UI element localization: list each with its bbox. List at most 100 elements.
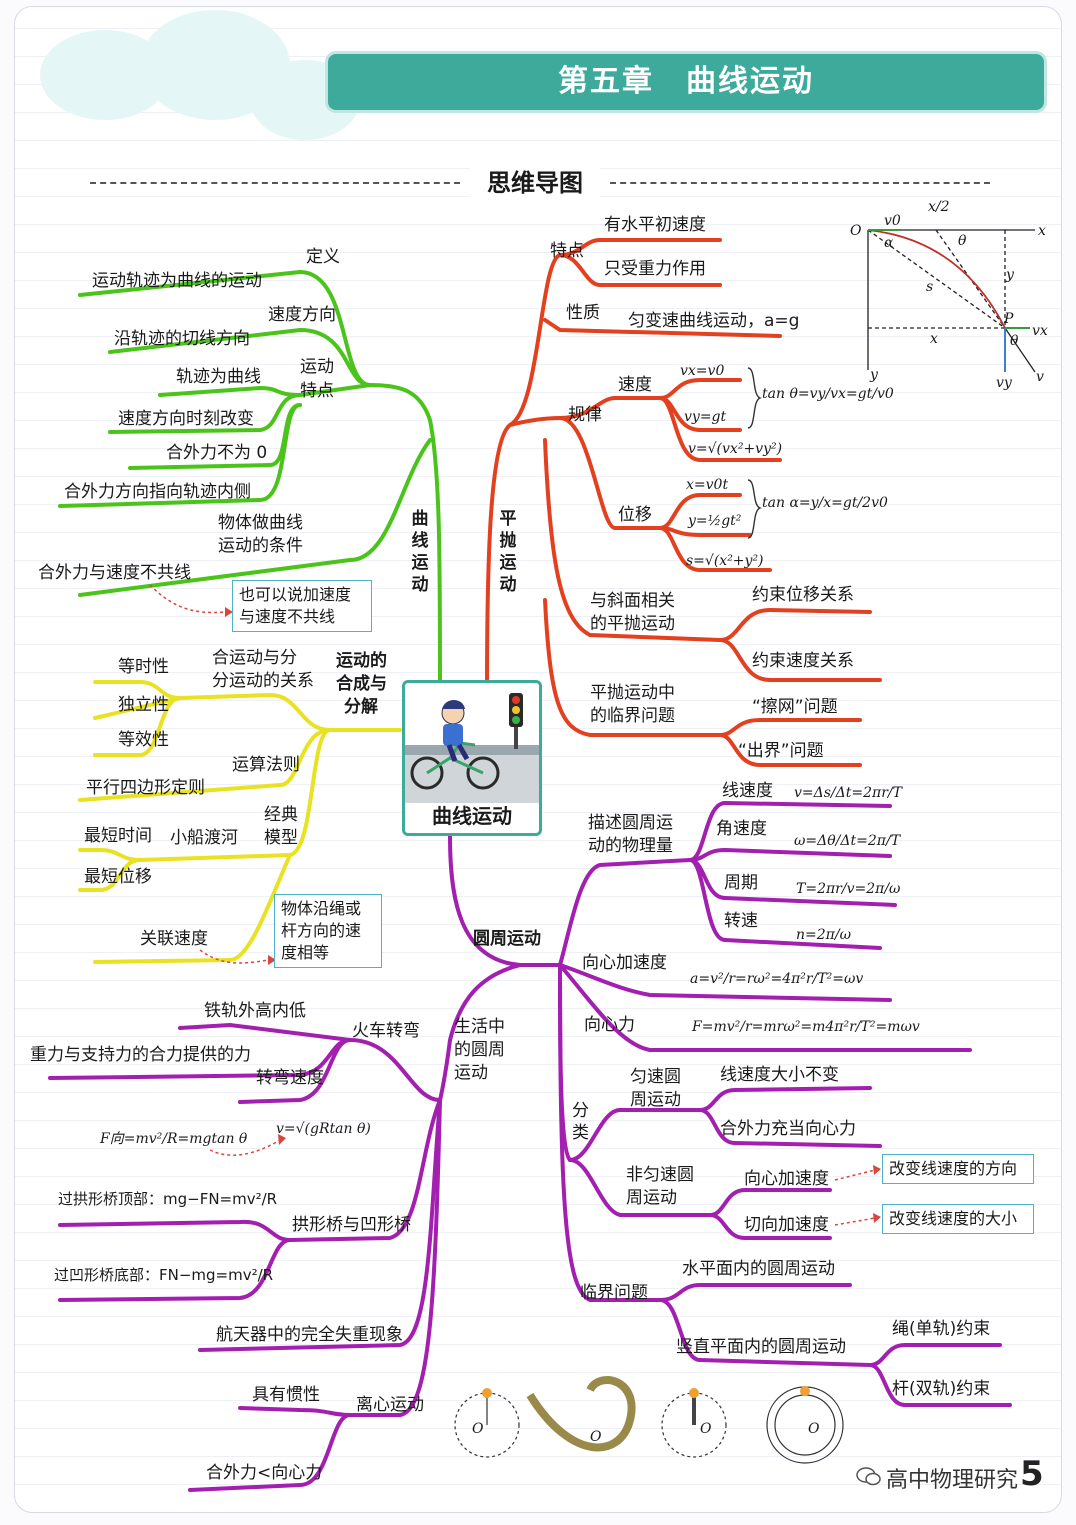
note-arrowheads — [225, 607, 881, 1223]
node-compose-3: 分解 — [344, 697, 378, 717]
node-c-centripetal-force: 向心力 — [584, 1015, 635, 1035]
diag-x-len: x — [930, 331, 938, 347]
node-p-slope-disp: 约束位移关系 — [752, 585, 854, 605]
node-c-nonuniform-1: 非匀速圆 — [626, 1165, 694, 1185]
node-c-describe-2: 动的物理量 — [588, 836, 673, 856]
node-p-gravity: 只受重力作用 — [604, 259, 706, 279]
section-title: 思维导图 — [470, 163, 600, 198]
node-c-n-centripetal: 向心加速度 — [744, 1169, 829, 1189]
node-definition: 定义 — [306, 247, 340, 267]
node-c-class-1: 分 — [572, 1101, 589, 1121]
center-card — [402, 680, 542, 836]
diag-point: P — [1004, 311, 1014, 327]
node-compose-2: 合成与 — [336, 674, 387, 694]
node-relation-1: 合运动与分 — [212, 648, 297, 668]
divider — [90, 182, 460, 184]
cyclist-illustration — [405, 693, 539, 803]
circle-label: O — [472, 1421, 484, 1437]
circle-sketches — [454, 1376, 844, 1464]
node-l-inertia: 具有惯性 — [252, 1385, 320, 1405]
purple-branch-lines — [48, 800, 1012, 1492]
node-c-rev-speed: 转速 — [724, 911, 758, 931]
node-l-title-2: 的圆周 — [454, 1040, 505, 1060]
formula-v: v=√(vx²+vy²) — [688, 441, 783, 457]
circle-label: O — [590, 1429, 602, 1445]
node-l-centrifugal: 离心运动 — [356, 1395, 424, 1415]
diag-s-len: s — [926, 279, 934, 295]
circle-balls — [482, 1386, 810, 1398]
node-l-gravity-support: 重力与支持力的合力提供的力 — [30, 1045, 251, 1065]
formula-y: y=½gt² — [688, 513, 742, 529]
branch-title-curve: 曲线运动 — [411, 509, 429, 595]
formula-tan-theta: tan θ=vy/vx=gt/v0 — [762, 386, 894, 402]
formula-force: F=mv²/r=mrω²=m4π²r/T²=mωv — [692, 1019, 920, 1035]
node-c-uniform-1: 匀速圆 — [630, 1067, 681, 1087]
node-cond-2: 运动的条件 — [218, 536, 303, 556]
note-tangential: 改变线速度的大小 — [882, 1204, 1034, 1234]
node-c-centripetal-acc: 向心加速度 — [582, 953, 667, 973]
node-p-slope-2: 的平抛运动 — [590, 614, 675, 634]
node-l-weightless: 航天器中的完全失重现象 — [216, 1325, 403, 1345]
formula-x: x=v0t — [686, 477, 729, 493]
node-c-period: 周期 — [724, 873, 758, 893]
node-compose-1: 运动的 — [336, 651, 387, 671]
red-branch-lines — [485, 238, 882, 767]
diag-vy-p: vy — [996, 375, 1012, 391]
formula-linear: v=Δs/Δt=2πr/T — [794, 785, 902, 801]
node-c-angular-vel: 角速度 — [716, 819, 767, 839]
diag-theta-p: θ — [1010, 333, 1019, 349]
node-c-u-force: 合外力充当向心力 — [720, 1119, 856, 1139]
formula-acc: a=v²/r=rω²=4π²r/T²=ωv — [690, 971, 864, 987]
wechat-icon — [856, 1467, 881, 1486]
divider — [610, 182, 990, 184]
node-c-n-tangential: 切向加速度 — [744, 1215, 829, 1235]
node-c-critical: 临界问题 — [580, 1283, 648, 1303]
node-p-out: “出界”问题 — [738, 741, 824, 761]
note-centripetal: 改变线速度的方向 — [882, 1154, 1034, 1184]
node-features-1: 运动 — [300, 357, 334, 377]
node-p-graze: “擦网”问题 — [752, 697, 838, 717]
node-p-displacement: 位移 — [618, 505, 652, 525]
branch-title-circular: 圆周运动 — [473, 929, 541, 949]
node-p-slope-vel: 约束速度关系 — [752, 651, 854, 671]
node-features-2: 特点 — [300, 381, 334, 401]
node-l-concave: 过凹形桥底部：FN−mg=mv²/R — [54, 1266, 274, 1284]
formula-rev: n=2π/ω — [796, 927, 851, 943]
node-cond-1: 物体做曲线 — [218, 513, 303, 533]
node-independent: 独立性 — [118, 695, 169, 715]
green-branch-lines — [58, 269, 442, 692]
diag-x-axis: x — [1038, 223, 1046, 239]
node-relation-2: 分运动的关系 — [212, 671, 314, 691]
diag-vx-p: vx — [1032, 323, 1048, 339]
node-p-nature: 性质 — [566, 303, 600, 323]
note-linked: 物体沿绳或杆方向的速度相等 — [274, 894, 382, 968]
node-c-nonuniform-2: 周运动 — [626, 1188, 677, 1208]
diag-theta: θ — [958, 233, 967, 249]
diag-y-axis: y — [870, 367, 878, 383]
node-c-vertical: 竖直平面内的圆周运动 — [676, 1337, 846, 1357]
node-c-class-2: 类 — [572, 1123, 589, 1143]
diag-half-x: x/2 — [928, 199, 950, 215]
node-def-detail: 运动轨迹为曲线的运动 — [92, 271, 262, 291]
circle-label: O — [808, 1421, 820, 1437]
node-l-turn-speed: 转弯速度 — [256, 1068, 324, 1088]
node-l-bridge: 拱形桥与凹形桥 — [292, 1215, 411, 1235]
diag-v0: v0 — [884, 213, 901, 229]
node-c-rope: 绳(单轨)约束 — [892, 1319, 991, 1339]
node-l-force-less: 合外力<向心力 — [206, 1463, 323, 1483]
formula-period: T=2πr/v=2π/ω — [796, 881, 901, 897]
formula-vy: vy=gt — [684, 409, 727, 425]
node-shortest-disp: 最短位移 — [84, 867, 152, 887]
chapter-title: 第五章 曲线运动 — [558, 64, 814, 99]
node-c-rod: 杆(双轨)约束 — [892, 1379, 991, 1399]
node-parallelogram: 平行四边形定则 — [86, 778, 205, 798]
node-l-rail: 铁轨外高内低 — [204, 1001, 306, 1021]
node-feat-track: 轨迹为曲线 — [176, 367, 261, 387]
node-c-u-speed: 线速度大小不变 — [720, 1065, 839, 1085]
node-equivalent: 等效性 — [118, 730, 169, 750]
node-equal-time: 等时性 — [118, 657, 169, 677]
node-feat-force-dir: 合外力方向指向轨迹内侧 — [64, 482, 251, 502]
node-p-hvel: 有水平初速度 — [604, 215, 706, 235]
circle-label: O — [700, 1421, 712, 1437]
